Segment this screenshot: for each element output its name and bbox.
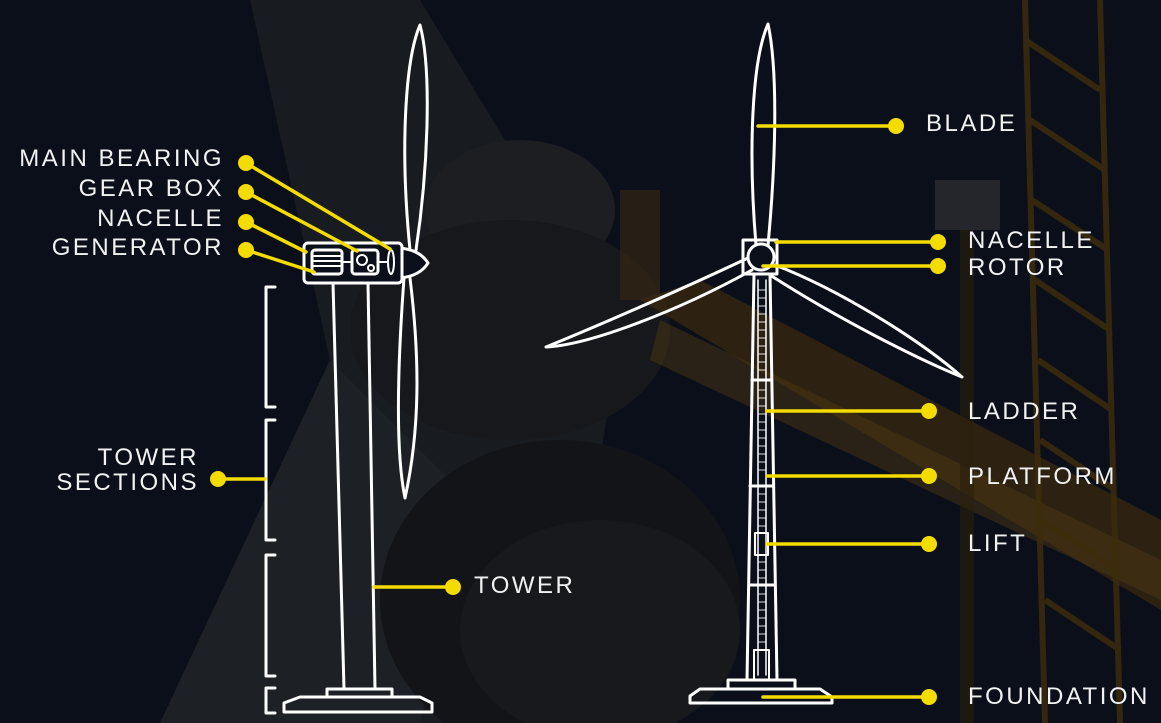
right-nacelle-box bbox=[741, 238, 779, 276]
label-tower-sections-line1: TOWER bbox=[97, 444, 199, 471]
leader-generator bbox=[244, 248, 316, 274]
right-left-blade bbox=[544, 256, 754, 349]
leader-nacelle-left bbox=[244, 220, 308, 254]
label-generator: GENERATOR bbox=[51, 234, 224, 261]
label-rotor: ROTOR bbox=[968, 254, 1067, 281]
right-right-blade bbox=[768, 263, 964, 379]
section-bracket-4 bbox=[264, 686, 277, 715]
label-main-bearing: MAIN BEARING bbox=[19, 145, 224, 172]
left-nose-cone bbox=[398, 246, 430, 280]
label-gear-box: GEAR BOX bbox=[78, 175, 224, 202]
left-lower-blade bbox=[396, 276, 419, 500]
label-nacelle-left: NACELLE bbox=[97, 205, 224, 232]
label-nacelle-right: NACELLE bbox=[968, 227, 1095, 254]
label-tower-sections-line2: SECTIONS bbox=[56, 469, 199, 496]
label-foundation: FOUNDATION bbox=[968, 683, 1150, 710]
label-platform: PLATFORM bbox=[968, 463, 1117, 490]
label-blade: BLADE bbox=[926, 110, 1018, 137]
leader-main-bearing bbox=[244, 161, 392, 251]
section-bracket-2 bbox=[264, 418, 277, 542]
section-bracket-1 bbox=[264, 285, 277, 409]
left-upper-blade bbox=[403, 23, 429, 252]
label-tower: TOWER bbox=[474, 572, 576, 599]
section-bracket-3 bbox=[264, 553, 277, 678]
label-lift: LIFT bbox=[968, 530, 1028, 557]
right-top-blade bbox=[750, 22, 777, 247]
leader-gear-box bbox=[244, 190, 359, 253]
label-ladder: LADDER bbox=[968, 398, 1081, 425]
left-tower bbox=[331, 281, 377, 691]
right-hub bbox=[746, 242, 776, 272]
